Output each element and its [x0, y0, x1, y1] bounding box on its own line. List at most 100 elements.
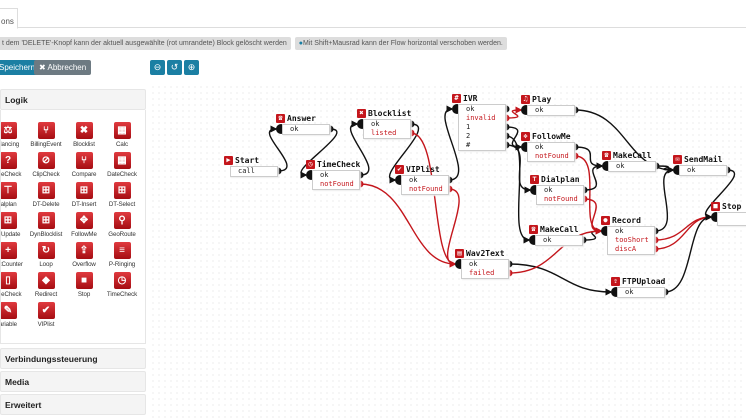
palette-item-viplist[interactable]: ✔VIPlist: [27, 302, 65, 328]
block-icon: ◷: [113, 272, 131, 289]
tab-active[interactable]: ons: [0, 8, 18, 29]
save-button[interactable]: Speichern: [0, 60, 41, 75]
node-header: ☎MakeCall: [602, 151, 656, 161]
block-icon: ⑂: [75, 152, 93, 169]
palette-item-clipcheck[interactable]: ⊘ClipCheck: [27, 152, 65, 178]
palette-item-georoute[interactable]: ⚲GeoRoute: [103, 212, 141, 238]
node-title: Answer: [287, 114, 316, 123]
node-header: ▤Wav2Text: [455, 249, 509, 259]
port-notFound: notFound: [320, 180, 354, 188]
block-icon: ⚖: [1, 122, 17, 139]
node-title: SendMail: [684, 155, 723, 164]
zoom-in-button[interactable]: ⊕: [184, 60, 199, 75]
port-discA: discA: [615, 245, 637, 253]
palette-item-dt-select[interactable]: ⊞DT-Select: [103, 182, 141, 208]
node-icon: ✉: [673, 155, 682, 164]
node-title: Record: [612, 216, 641, 225]
node-icon: #: [452, 94, 461, 103]
block-icon: ✎: [1, 302, 17, 319]
port-ok: ok: [544, 186, 553, 194]
palette-item-followme[interactable]: ✥FollowMe: [65, 212, 103, 238]
palette-item-stop[interactable]: ■Stop: [65, 272, 103, 298]
block-icon: ⊞: [75, 182, 93, 199]
node-body: ok: [617, 287, 665, 298]
port-ok: ok: [615, 227, 624, 235]
block-palette: Logik ⚖ alancing ⑂BillingEvent✖Blocklist▦C…: [0, 89, 146, 417]
palette-item-alancing[interactable]: ⚖ alancing: [1, 122, 27, 148]
node-title: IVR: [463, 94, 478, 103]
block-icon: ⊤: [1, 182, 17, 199]
palette-item-label: eatCounter: [0, 261, 23, 268]
flow-canvas[interactable]: [150, 84, 746, 419]
block-icon: ✥: [75, 212, 93, 229]
node-icon: ♫: [521, 95, 530, 104]
palette-item-compare[interactable]: ⑂Compare: [65, 152, 103, 178]
reset-zoom-button[interactable]: ↺: [167, 60, 182, 75]
palette-item-ialplan[interactable]: ⊤ialplan: [1, 182, 27, 208]
node-title: Blocklist: [368, 109, 412, 118]
port-notFound: notFound: [535, 152, 569, 160]
cancel-button[interactable]: ✖ Abbrechen: [34, 60, 92, 75]
palette-item-calc[interactable]: ▦Calc: [103, 122, 141, 148]
palette-item-label: alancing: [1, 141, 20, 148]
palette-item-datecheck[interactable]: ▦DateCheck: [103, 152, 141, 178]
palette-item-label: Overflow: [72, 261, 96, 268]
port-ok: ok: [466, 105, 475, 113]
node-body: ok: [527, 105, 575, 116]
palette-item-dt-insert[interactable]: ⊞DT-Insert: [65, 182, 103, 208]
node-icon: ●: [601, 216, 610, 225]
section-logik[interactable]: Logik: [0, 89, 146, 110]
palette-item-label: DynBlocklist: [29, 231, 63, 238]
node-title: FollowMe: [532, 132, 571, 141]
port-invalid: invalid: [466, 114, 496, 122]
palette-item-label: P-Ringing: [108, 261, 136, 268]
section-verbindungssteuerung[interactable]: Verbindungssteuerung: [0, 348, 146, 369]
info-icon: ●: [298, 40, 303, 47]
port-ok: ok: [409, 176, 418, 184]
palette-item-timecheck[interactable]: ◷TimeCheck: [103, 272, 141, 298]
palette-item-t-update[interactable]: ⊞T-Update: [1, 212, 27, 238]
palette-item-label: useCheck: [0, 171, 22, 178]
palette-item-loop[interactable]: ↻Loop: [27, 242, 65, 268]
palette-item-overflow[interactable]: ⇪ Overflow: [65, 242, 103, 268]
zoom-in-icon: ⊕: [187, 62, 196, 72]
section-media[interactable]: Media: [0, 371, 146, 392]
palette-item-ariable[interactable]: ✎ariable: [1, 302, 27, 328]
flow-node-stop[interactable]: ■Stop: [711, 202, 746, 226]
node-title: MakeCall: [613, 151, 652, 160]
block-icon: ✔: [37, 302, 55, 319]
port-1: 1: [466, 123, 471, 131]
block-icon: ⇪: [75, 242, 93, 259]
palette-item-eatcounter[interactable]: +eatCounter: [0, 242, 27, 268]
section-erweitert[interactable]: Erweitert: [0, 394, 146, 415]
palette-item-onecheck[interactable]: ▯oneCheck: [1, 272, 27, 298]
block-icon: ■: [75, 272, 93, 289]
palette-item-label: Blocklist: [73, 141, 95, 148]
palette-item-blocklist[interactable]: ✖Blocklist: [65, 122, 103, 148]
palette-item-billingevent[interactable]: ⑂BillingEvent: [27, 122, 65, 148]
palette-item-dt-delete[interactable]: ⊞DT-Delete: [27, 182, 65, 208]
zoom-out-button[interactable]: ⊖: [150, 60, 165, 75]
node-title: Start: [235, 156, 260, 165]
palette-item-redirect[interactable]: ◆Redirect: [27, 272, 65, 298]
palette-item-p-ringing[interactable]: ≡P-Ringing: [103, 242, 141, 268]
node-header: ♫Play: [521, 95, 575, 105]
palette-item-usecheck[interactable]: ?useCheck: [0, 152, 27, 178]
palette-item-dynblocklist[interactable]: ⊞DynBlocklist: [27, 212, 65, 238]
